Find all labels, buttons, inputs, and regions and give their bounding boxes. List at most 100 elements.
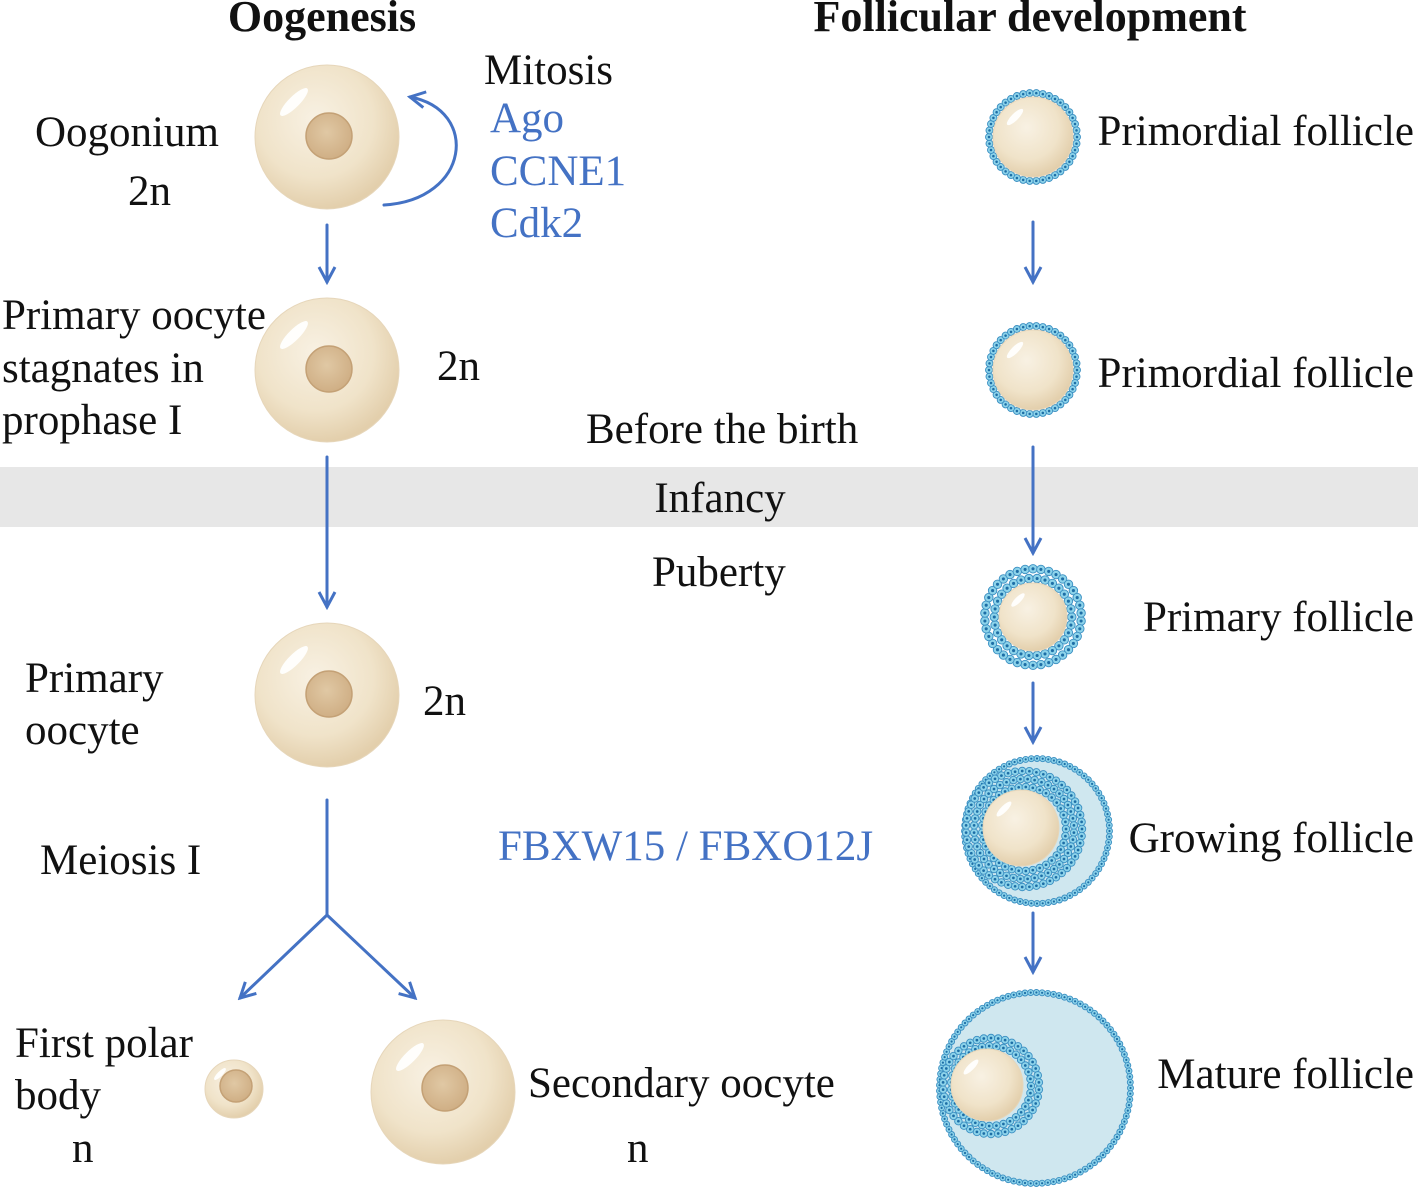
before-birth-label: Before the birth (586, 406, 858, 453)
secondary-oocyte-label: Secondary oocyte (528, 1060, 835, 1107)
first-polar-body-ploidy: n (72, 1125, 94, 1172)
granulosa-cell-nucleus (1126, 1064, 1129, 1067)
granulosa-cell-nucleus (1035, 1182, 1038, 1185)
granulosa-cell-nucleus (1097, 792, 1100, 795)
nucleus (305, 345, 353, 393)
granulosa-cell-nucleus (1031, 786, 1035, 790)
granulosa-cell-nucleus (948, 1108, 951, 1112)
granulosa-cell-nucleus (1000, 592, 1004, 596)
granulosa-cell-nucleus (987, 135, 991, 139)
granulosa-cell-nucleus (1127, 1069, 1131, 1072)
granulosa-cell-nucleus (1075, 129, 1078, 132)
granulosa-cell-nucleus (1009, 97, 1013, 101)
granulosa-cell-nucleus (993, 888, 996, 891)
granulosa-cell-nucleus (1059, 403, 1062, 406)
granulosa-cell-nucleus (999, 165, 1002, 169)
granulosa-cell-nucleus (1074, 1173, 1077, 1176)
granulosa-cell-nucleus (943, 1117, 946, 1120)
granulosa-cell-nucleus (1021, 92, 1025, 96)
granulosa-cell-nucleus (1102, 802, 1106, 805)
oocyte (950, 1048, 1024, 1122)
granulosa-cell-nucleus (1037, 1081, 1041, 1084)
granulosa-cell-nucleus (957, 1108, 960, 1111)
granulosa-cell-nucleus (1039, 663, 1043, 667)
granulosa-cell-nucleus (1006, 883, 1010, 887)
granulosa-cell-nucleus (1128, 1075, 1131, 1078)
cell-highlight (280, 321, 308, 349)
granulosa-cell-nucleus (1013, 770, 1017, 774)
granulosa-cell-nucleus (998, 768, 1001, 771)
granulosa-cell-nucleus (1100, 797, 1103, 800)
granulosa-cell-nucleus (965, 816, 969, 820)
granulosa-cell-nucleus (1129, 1081, 1132, 1084)
granulosa-cell-nucleus (992, 856, 996, 860)
granulosa-cell-nucleus (1064, 398, 1067, 402)
granulosa-cell-nucleus (1060, 871, 1064, 875)
granulosa-cell-nucleus (967, 1155, 971, 1159)
granulosa-cell-nucleus (1030, 902, 1033, 905)
granulosa-cell-nucleus (1057, 586, 1061, 590)
granulosa-cell-nucleus (1125, 1115, 1128, 1118)
follicle-label-primordial-1: Primordial follicle (1098, 108, 1414, 155)
granulosa-cell-nucleus (996, 1132, 1000, 1135)
granulosa-cell-nucleus (982, 857, 986, 861)
granulosa-cell-nucleus (1073, 800, 1077, 803)
granulosa-cell-nucleus (1068, 765, 1071, 768)
granulosa-cell-nucleus (960, 1147, 963, 1150)
granulosa-cell-nucleus (1069, 623, 1073, 627)
granulosa-cell-nucleus (1039, 567, 1043, 571)
granulosa-cell-nucleus (1059, 101, 1062, 104)
oocyte-highlight (1011, 593, 1025, 607)
granulosa-cell-nucleus (1065, 788, 1069, 792)
granulosa-cell-nucleus (1052, 900, 1055, 903)
granulosa-cell-nucleus (1073, 148, 1077, 152)
granulosa-cell-nucleus (1017, 785, 1021, 789)
nucleus (219, 1069, 253, 1103)
granulosa-cell-nucleus (993, 771, 996, 774)
granulosa-cell-nucleus (1123, 1053, 1126, 1056)
granulosa-cell-nucleus (945, 1050, 948, 1053)
granulosa-cell-nucleus (1027, 1054, 1030, 1058)
granulosa-cell-nucleus (1022, 1049, 1025, 1053)
infancy-label: Infancy (654, 475, 786, 522)
oocyte (992, 96, 1074, 178)
puberty-label: Puberty (652, 549, 786, 596)
granulosa-cell-nucleus (1016, 1124, 1020, 1128)
granulosa-cell-nucleus (995, 160, 998, 164)
granulosa-cell-nucleus (1106, 846, 1109, 849)
granulosa-cell-nucleus (1029, 1084, 1033, 1088)
granulosa-cell-nucleus (1115, 1135, 1119, 1139)
granulosa-cell-nucleus (1068, 110, 1071, 114)
granulosa-cell-nucleus (1068, 160, 1071, 164)
granulosa-layer (985, 89, 1081, 185)
granulosa-cell-nucleus (989, 1132, 993, 1136)
granulosa-cell-nucleus (998, 871, 1002, 875)
granulosa-cell-nucleus (1027, 1098, 1030, 1102)
granulosa-cell-nucleus (995, 110, 998, 114)
granulosa-cell-nucleus (1038, 866, 1042, 870)
granulosa-cell-nucleus (1035, 770, 1038, 774)
granulosa-cell-nucleus (1064, 820, 1067, 824)
granulosa-cell-nucleus (1021, 325, 1025, 329)
granulosa-cell-nucleus (982, 797, 986, 801)
granulosa-cell-nucleus (1078, 603, 1082, 607)
granulosa-cell-nucleus (1078, 888, 1081, 891)
granulosa-cell-nucleus (1041, 178, 1045, 182)
granulosa-cell-nucleus (964, 824, 968, 827)
granulosa-cell-nucleus (996, 1037, 1000, 1040)
cell-highlight (396, 1043, 424, 1071)
granulosa-cell-nucleus (1041, 411, 1045, 415)
granulosa-cell-nucleus (1052, 993, 1055, 996)
granulosa-cell-nucleus (1035, 412, 1038, 416)
granulosa-cell-nucleus (1069, 794, 1073, 797)
granulosa-cell-nucleus (1004, 101, 1007, 104)
granulosa-cell-nucleus (1004, 403, 1007, 406)
oocyte-highlight (1006, 341, 1024, 359)
granulosa-cell-nucleus (1076, 806, 1080, 810)
granulosa-cell-nucleus (1127, 1104, 1131, 1107)
granulosa-cell-nucleus (1012, 993, 1015, 996)
granulosa-cell-nucleus (1005, 874, 1008, 878)
granulosa-cell-nucleus (1033, 876, 1036, 880)
granulosa-cell-nucleus (1052, 1180, 1055, 1183)
granulosa-cell-nucleus (1059, 848, 1063, 851)
